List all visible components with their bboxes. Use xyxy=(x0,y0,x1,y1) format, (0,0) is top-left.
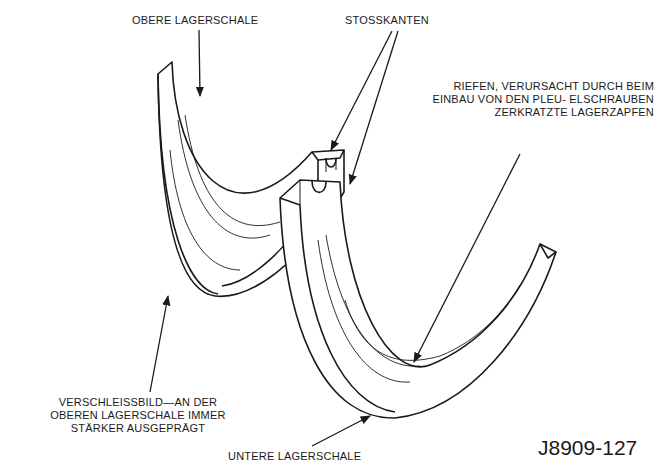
lower-shell xyxy=(280,180,556,418)
part-name: OBERE LAGERSCHALE xyxy=(132,14,258,27)
lower-scoring-lines xyxy=(318,235,520,382)
wear-note: VERSCHLEISSBILD—AN DER OBEREN LAGERSCHAL… xyxy=(38,396,238,435)
part-name: STOSSKANTEN xyxy=(345,14,429,27)
leader-arrows xyxy=(150,30,520,446)
figure-code: J8909-127 xyxy=(538,436,637,460)
damage-note: RIEFEN, VERURSACHT DURCH BEIM EINBAU VON… xyxy=(432,80,654,119)
upper-wear-pattern xyxy=(170,115,280,270)
part-name: UNTERE LAGERSCHALE xyxy=(228,450,361,463)
